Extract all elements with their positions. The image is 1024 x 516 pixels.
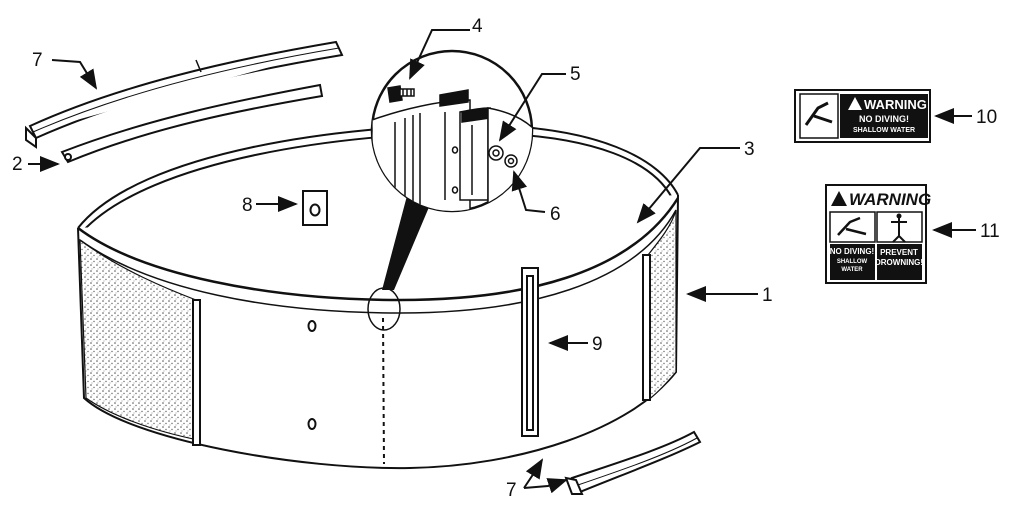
callout-3: 3 <box>744 139 755 160</box>
part-2-bottom-rail <box>60 83 324 164</box>
sign-10-line1: NO DIVING! <box>859 114 909 124</box>
part-10-warning-sign: WARNING NO DIVING! SHALLOW WATER <box>794 89 931 143</box>
callout-6: 6 <box>550 204 561 225</box>
callout-9: 9 <box>592 334 603 355</box>
part-11-warning-sign: WARNING NO DIVING! SHALLOW WATER PREVENT… <box>825 184 931 284</box>
callout-5: 5 <box>570 64 581 85</box>
callout-labels: 7 2 4 5 6 3 1 8 9 10 11 7 <box>12 16 1000 501</box>
callout-11: 11 <box>980 221 1000 242</box>
part-7-top-rail-upper <box>25 40 344 149</box>
magnifier-detail <box>370 49 534 290</box>
pool-wall <box>77 123 680 470</box>
sign-11-right-line2: DROWNING! <box>875 258 923 267</box>
callout-2: 2 <box>12 154 23 175</box>
sign-11-header: WARNING <box>849 190 931 209</box>
warning-triangle-icon <box>848 97 862 110</box>
sign-10-header: WARNING <box>864 97 927 112</box>
callout-7-lower: 7 <box>506 480 517 501</box>
swimmer-icon <box>891 218 907 243</box>
warning-triangle-icon <box>831 191 847 206</box>
callout-4: 4 <box>472 16 483 37</box>
diver-icon <box>804 101 833 126</box>
callout-7-upper: 7 <box>32 50 43 71</box>
sign-11-left-line3: WATER <box>841 267 863 273</box>
callout-10: 10 <box>976 107 997 128</box>
sign-11-right-line1: PREVENT <box>880 248 918 257</box>
callout-8: 8 <box>242 195 253 216</box>
part-8-plate <box>302 190 328 226</box>
callout-1: 1 <box>762 285 773 306</box>
diver-icon <box>837 216 867 236</box>
callout-leaders <box>28 29 976 494</box>
part-7-top-rail-lower <box>564 430 702 495</box>
sign-10-line2: SHALLOW WATER <box>853 127 915 134</box>
sign-11-left-line2: SHALLOW <box>837 259 868 265</box>
part-9-upright-channel <box>521 267 539 437</box>
sign-11-left-line1: NO DIVING! <box>830 247 874 256</box>
